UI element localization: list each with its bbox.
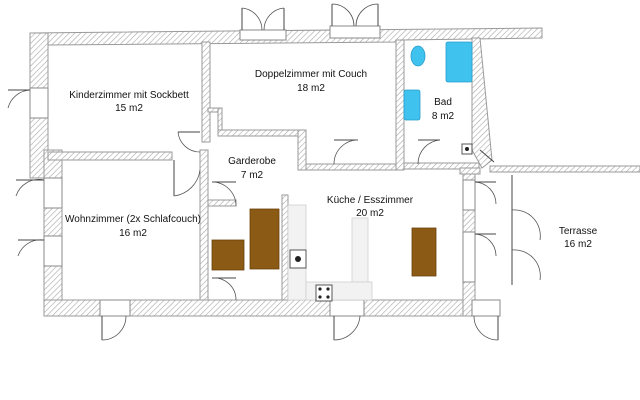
doppelzimmer-area: 18 m2 [297, 83, 325, 94]
kinderzimmer-area: 15 m2 [115, 103, 143, 114]
wohnzimmer-area: 16 m2 [119, 228, 147, 239]
kueche-name: Küche / Esszimmer [327, 195, 414, 206]
furniture [211, 204, 437, 302]
doors [7, 3, 541, 341]
kueche-area: 20 m2 [356, 208, 384, 219]
interior-walls [47, 39, 481, 301]
toilet [410, 45, 426, 67]
bathroom-fixtures [403, 41, 473, 155]
shower [403, 89, 421, 121]
garderobe-area: 7 m2 [241, 170, 264, 181]
table-garderobe [211, 239, 245, 271]
cooktop [315, 284, 333, 302]
kitchen-island [351, 217, 369, 285]
dining-table [411, 227, 437, 277]
garderobe-name: Garderobe [228, 156, 276, 167]
doppelzimmer-name: Doppelzimmer mit Couch [255, 69, 367, 80]
wohnzimmer-name: Wohnzimmer (2x Schlafcouch) [65, 214, 201, 225]
bathtub [445, 41, 473, 83]
bad-area: 8 m2 [432, 111, 455, 122]
wardrobe [249, 208, 280, 270]
windows [29, 25, 501, 317]
kinderzimmer-name: Kinderzimmer mit Sockbett [69, 90, 189, 101]
terrasse-name: Terrasse [559, 226, 598, 237]
room-labels: Kinderzimmer mit Sockbett 15 m2 Doppelzi… [65, 69, 598, 250]
bad-name: Bad [434, 97, 452, 108]
terrasse-area: 16 m2 [564, 239, 592, 250]
